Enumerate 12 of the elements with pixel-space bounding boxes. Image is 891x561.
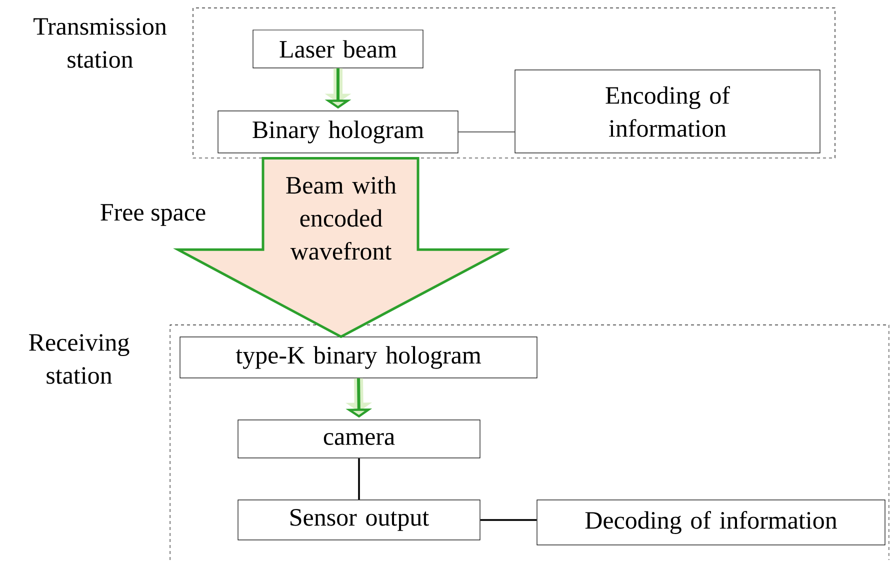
process-box: camera [238, 420, 480, 458]
edge-label: Beam with encoded wavefront [270, 175, 412, 261]
node-label: Transmission station [34, 18, 167, 68]
process-box: Binary hologram [218, 110, 458, 154]
connector-line [358, 458, 360, 500]
process-box: Decoding of information [536, 500, 886, 546]
process-box: Sensor output [238, 500, 480, 540]
side-label: Free space [100, 204, 206, 226]
process-box: Encoding of information [514, 70, 820, 154]
process-box: type-K binary hologram [180, 336, 538, 378]
connector-line [480, 519, 537, 521]
process-box: Laser beam [252, 30, 424, 68]
